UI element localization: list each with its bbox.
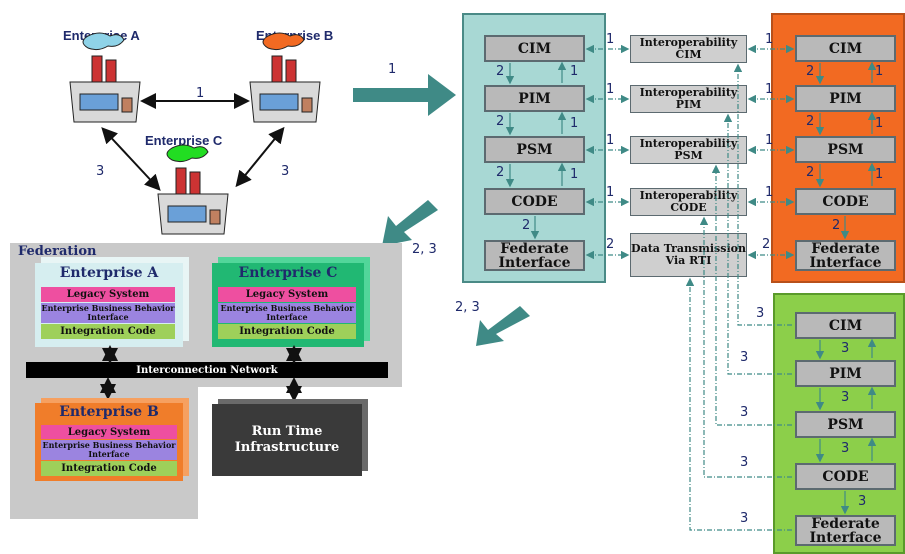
green-federate-box: Federate Interface xyxy=(795,515,896,546)
fed-enterprise-c: Enterprise C Legacy System Enterprise Bu… xyxy=(212,263,364,347)
arrow-from-panel-label: 2, 3 xyxy=(455,300,480,315)
num-orange-3: 2 xyxy=(806,114,815,129)
num-g-1: 3 xyxy=(756,306,765,321)
green-code-box: CODE xyxy=(795,463,896,490)
fed-b-business: Enterprise Business Behavior Interface xyxy=(41,440,177,460)
num-g-2: 3 xyxy=(740,350,749,365)
num-teal-3: 2 xyxy=(496,114,505,129)
fed-a-integration: Integration Code xyxy=(41,324,175,339)
num-h-8: 1 xyxy=(765,133,774,148)
federation-title: Federation xyxy=(18,244,97,259)
orange-pim-box: PIM xyxy=(795,85,896,112)
green-psm-box: PSM xyxy=(795,411,896,438)
arrow-to-federation-icon xyxy=(382,200,438,246)
orange-psm-box: PSM xyxy=(795,136,896,163)
num-orange-4: 1 xyxy=(875,116,884,131)
num-teal-7: 2 xyxy=(522,218,531,233)
fed-a-business: Enterprise Business Behavior Interface xyxy=(41,303,175,323)
num-g-4: 3 xyxy=(740,455,749,470)
link-ac-label: 3 xyxy=(96,164,105,179)
num-teal-4: 1 xyxy=(570,116,579,131)
link-bc-label: 3 xyxy=(281,164,290,179)
fed-c-legacy: Legacy System xyxy=(218,287,356,302)
num-teal-1: 2 xyxy=(496,64,505,79)
fed-b-legacy: Legacy System xyxy=(41,425,177,439)
num-g-7: 3 xyxy=(841,390,850,405)
fed-enterprise-a-title: Enterprise A xyxy=(59,265,159,281)
link-ab-label: 1 xyxy=(196,86,205,101)
rti-box: Run Time Infrastructure xyxy=(212,404,362,476)
num-h-3: 1 xyxy=(606,133,615,148)
num-orange-2: 1 xyxy=(875,64,884,79)
fed-c-business: Enterprise Business Behavior Interface xyxy=(218,303,356,323)
green-cim-box: CIM xyxy=(795,312,896,339)
num-h-10: 2 xyxy=(762,237,771,252)
teal-code-box: CODE xyxy=(484,188,585,215)
num-h-6: 1 xyxy=(765,32,774,47)
teal-psm-box: PSM xyxy=(484,136,585,163)
orange-cim-box: CIM xyxy=(795,35,896,62)
num-teal-5: 2 xyxy=(496,165,505,180)
teal-cim-box: CIM xyxy=(484,35,585,62)
num-h-4: 1 xyxy=(606,185,615,200)
fed-a-legacy: Legacy System xyxy=(41,287,175,302)
fed-enterprise-b: Enterprise B Legacy System Enterprise Bu… xyxy=(35,403,183,481)
interconnection-network-bar: Interconnection Network xyxy=(26,362,388,378)
arrow-from-panel-icon xyxy=(476,306,530,346)
factory-b-icon xyxy=(249,32,321,123)
factory-a-icon xyxy=(69,32,141,123)
num-g-3: 3 xyxy=(740,405,749,420)
num-g-6: 3 xyxy=(841,341,850,356)
arrow-to-panel-label: 1 xyxy=(388,62,397,77)
interop-pim-box: Interoperability PIM xyxy=(630,85,747,113)
num-h-7: 1 xyxy=(765,82,774,97)
num-teal-2: 1 xyxy=(570,64,579,79)
orange-federate-box: Federate Interface xyxy=(795,240,896,271)
green-pim-box: PIM xyxy=(795,360,896,387)
num-h-9: 1 xyxy=(765,185,774,200)
fed-b-integration: Integration Code xyxy=(41,461,177,476)
interop-cim-box: Interoperability CIM xyxy=(630,35,747,63)
num-h-5: 2 xyxy=(606,237,615,252)
num-h-2: 1 xyxy=(606,82,615,97)
teal-pim-box: PIM xyxy=(484,85,585,112)
num-h-1: 1 xyxy=(606,32,615,47)
factory-c-icon xyxy=(157,144,229,235)
num-orange-1: 2 xyxy=(806,64,815,79)
fed-enterprise-a: Enterprise A Legacy System Enterprise Bu… xyxy=(35,263,183,347)
num-g-5: 3 xyxy=(740,511,749,526)
interop-code-box: Interoperability CODE xyxy=(630,188,747,216)
fed-enterprise-b-title: Enterprise B xyxy=(59,404,159,420)
num-g-9: 3 xyxy=(858,494,867,509)
arrow-to-panel-icon xyxy=(353,74,456,116)
orange-code-box: CODE xyxy=(795,188,896,215)
num-orange-6: 1 xyxy=(875,167,884,182)
fed-c-integration: Integration Code xyxy=(218,324,356,339)
fed-enterprise-c-title: Enterprise C xyxy=(238,265,338,281)
enterprise-c-label: Enterprise C xyxy=(145,133,223,148)
num-g-8: 3 xyxy=(841,441,850,456)
arrow-to-federation-label: 2, 3 xyxy=(412,242,437,257)
teal-federate-box: Federate Interface xyxy=(484,240,585,271)
num-teal-6: 1 xyxy=(570,167,579,182)
num-orange-7: 2 xyxy=(832,218,841,233)
num-orange-5: 2 xyxy=(806,165,815,180)
